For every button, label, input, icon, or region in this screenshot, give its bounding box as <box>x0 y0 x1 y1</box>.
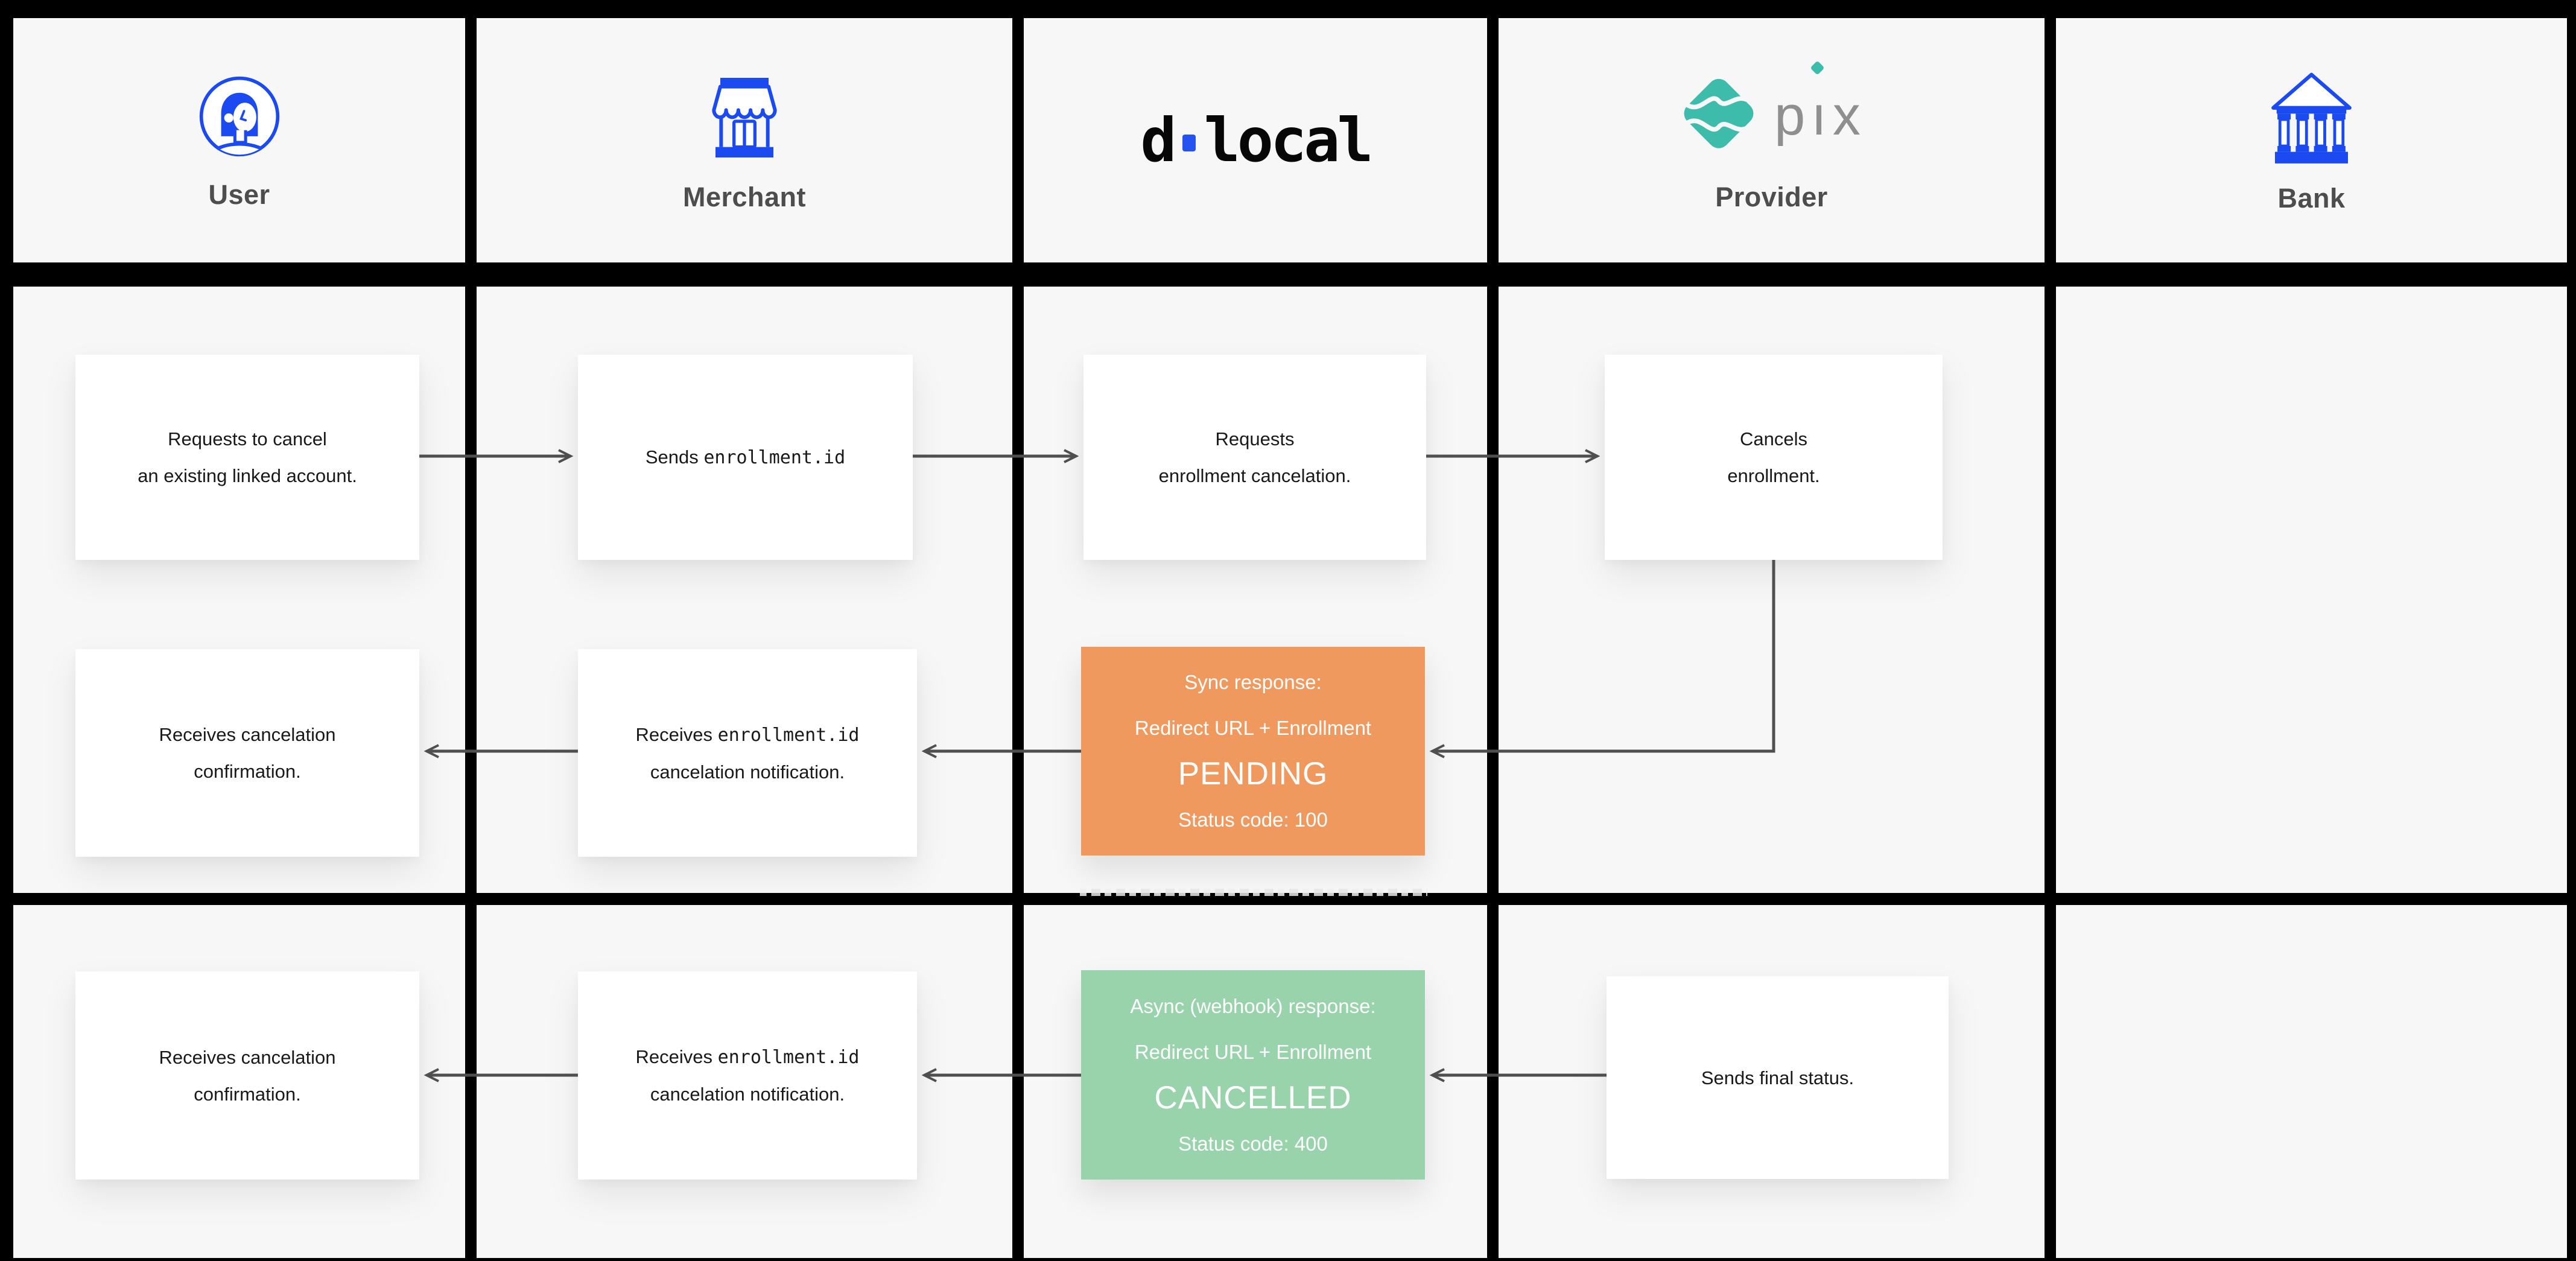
status-code: Status code: 100 <box>1178 808 1328 831</box>
lane-label-bank: Bank <box>2277 183 2346 214</box>
pix-mark-icon <box>1683 78 1755 148</box>
step-text: Sends enrollment.id <box>646 439 845 476</box>
step-text: an existing linked account. <box>138 465 357 486</box>
step-user-receives-confirmation-final: Receives cancelation confirmation. <box>75 971 419 1180</box>
step-dlocal-requests-cancelation: Requests enrollment cancelation. <box>1083 355 1426 560</box>
lane-label-provider: Provider <box>1715 181 1828 212</box>
step-text: Sync response: <box>1184 671 1322 693</box>
step-text: enrollment. <box>1727 465 1820 486</box>
user-avatar-icon <box>199 76 279 156</box>
step-text: Sends final status. <box>1701 1067 1854 1088</box>
dlocal-logo: d local <box>1140 105 1374 176</box>
lane-footer-bank <box>2056 905 2567 1258</box>
step-text: Receives cancelation <box>159 724 336 745</box>
lane-header-dlocal: d local <box>1024 18 1487 262</box>
step-text: confirmation. <box>194 761 301 782</box>
step-dlocal-sync-response-pending: Sync response: Redirect URL + Enrollment… <box>1081 647 1425 856</box>
bank-icon <box>2271 72 2352 164</box>
step-text: Receives enrollment.id <box>636 1038 860 1076</box>
step-dlocal-async-response-cancelled: Async (webhook) response: Redirect URL +… <box>1081 970 1425 1180</box>
step-user-receives-confirmation-sync: Receives cancelation confirmation. <box>75 649 419 857</box>
pix-letter-i: ı <box>1810 60 1833 148</box>
step-text: Redirect URL + Enrollment <box>1134 717 1372 739</box>
lane-header-merchant: Merchant <box>477 18 1012 262</box>
step-text: enrollment cancelation. <box>1158 465 1351 486</box>
lane-header-bank: Bank <box>2056 18 2567 262</box>
step-text: Redirect URL + Enrollment <box>1134 1040 1372 1063</box>
status-cancelled: CANCELLED <box>1154 1079 1352 1116</box>
step-text: cancelation notification. <box>650 761 845 783</box>
step-text: Requests to cancel <box>168 428 327 449</box>
step-provider-sends-final-status: Sends final status. <box>1607 976 1949 1179</box>
step-text: cancelation notification. <box>650 1084 845 1105</box>
step-text-code: enrollment.id <box>703 447 846 468</box>
step-text-pre: Receives <box>635 723 718 745</box>
status-pending: PENDING <box>1178 756 1328 792</box>
lane-header-user: User <box>13 18 465 262</box>
step-text: Receives enrollment.id <box>636 716 860 754</box>
dlocal-logo-dot <box>1182 134 1196 151</box>
step-text: Receives cancelation <box>159 1046 336 1068</box>
pix-i-diamond-dot <box>1810 60 1825 75</box>
dlocal-logo-d: d <box>1140 105 1176 176</box>
pix-letter-x: x <box>1832 85 1867 147</box>
pix-letter-p: p <box>1774 85 1812 147</box>
async-boundary-perforation <box>1080 889 1427 896</box>
step-user-requests-cancel: Requests to cancel an existing linked ac… <box>75 355 419 560</box>
pix-letter-i-glyph: ı <box>1811 85 1833 147</box>
step-merchant-receives-notification-final: Receives enrollment.id cancelation notif… <box>578 971 917 1180</box>
pix-wordmark: p ı x <box>1774 60 1867 148</box>
swimlane-board: User Merchant d local p ı <box>13 18 2567 1258</box>
step-text: Async (webhook) response: <box>1130 994 1376 1017</box>
lane-body-bank <box>2056 287 2567 893</box>
dlocal-logo-local: local <box>1204 105 1374 176</box>
pix-logo: p ı x <box>1677 60 1867 165</box>
step-text-code: enrollment.id <box>717 724 860 746</box>
step-provider-cancels-enrollment: Cancels enrollment. <box>1605 355 1943 560</box>
lane-header-provider: p ı x Provider <box>1499 18 2045 262</box>
lane-label-user: User <box>208 179 270 210</box>
lane-label-merchant: Merchant <box>682 181 807 212</box>
status-code: Status code: 400 <box>1178 1132 1328 1155</box>
step-text-pre: Sends <box>645 446 704 468</box>
step-merchant-sends-enrollment-id: Sends enrollment.id <box>578 355 913 560</box>
step-text-code: enrollment.id <box>717 1047 860 1068</box>
step-text-pre: Receives <box>635 1046 718 1067</box>
step-text: Requests <box>1215 428 1295 449</box>
step-text: Cancels <box>1740 428 1807 449</box>
step-text: confirmation. <box>194 1083 301 1105</box>
step-merchant-receives-notification-sync: Receives enrollment.id cancelation notif… <box>578 649 917 857</box>
storefront-icon <box>712 77 777 157</box>
